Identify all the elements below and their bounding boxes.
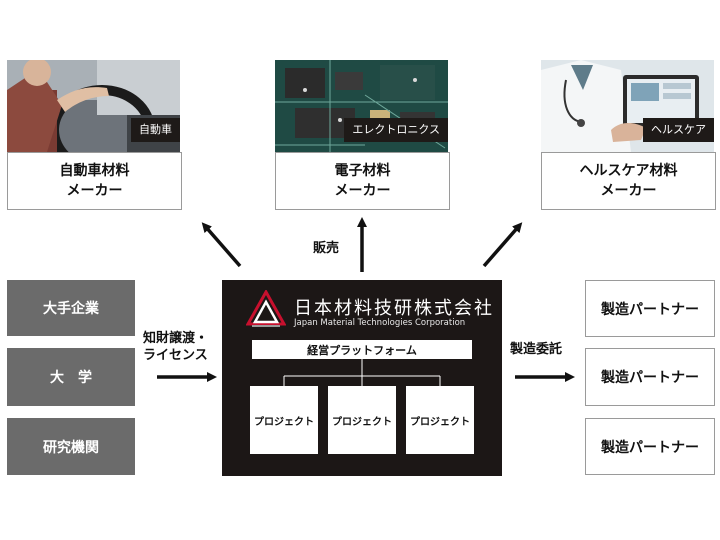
platform-connectors — [283, 359, 441, 386]
industry-title: ヘルスケア材料 メーカー — [541, 152, 716, 210]
manufacturing-partner: 製造パートナー — [585, 418, 715, 475]
arrow-to-automotive — [201, 222, 242, 268]
industry-card-automotive: 自動車 自動車材料 メーカー — [7, 60, 182, 210]
manufacturing-partner: 製造パートナー — [585, 280, 715, 337]
company-name: 日本材料技研株式会社 — [294, 298, 494, 319]
company-logo-icon — [246, 290, 286, 327]
outsource-label: 製造委託 — [510, 342, 563, 357]
industry-tag: ヘルスケア — [643, 118, 714, 142]
management-platform: 経営プラットフォーム — [252, 340, 472, 359]
project-box: プロジェクト — [406, 386, 474, 454]
source-universities: 大 学 — [7, 348, 135, 406]
project-box: プロジェクト — [250, 386, 318, 454]
project-box: プロジェクト — [328, 386, 396, 454]
doctor-tablet-photo — [541, 60, 714, 152]
license-label: 知財譲渡・ ライセンス — [143, 331, 209, 363]
industry-card-electronics: エレクトロニクス 電子材料 メーカー — [275, 60, 450, 210]
industry-card-healthcare: ヘルスケア ヘルスケア材料 メーカー — [541, 60, 716, 210]
industry-tag: 自動車 — [131, 118, 180, 142]
source-major-companies: 大手企業 — [7, 280, 135, 336]
industry-title: 自動車材料 メーカー — [7, 152, 182, 210]
arrow-to-healthcare — [482, 222, 523, 268]
sales-label: 販売 — [313, 241, 340, 256]
industry-tag: エレクトロニクス — [344, 118, 448, 142]
company-name-en: Japan Material Technologies Corporation — [294, 318, 466, 328]
industry-title: 電子材料 メーカー — [275, 152, 450, 210]
source-research-institutes: 研究機関 — [7, 418, 135, 475]
company-block: 日本材料技研株式会社 Japan Material Technologies C… — [222, 280, 502, 476]
manufacturing-partner: 製造パートナー — [585, 348, 715, 406]
steering-wheel-photo — [7, 60, 180, 152]
